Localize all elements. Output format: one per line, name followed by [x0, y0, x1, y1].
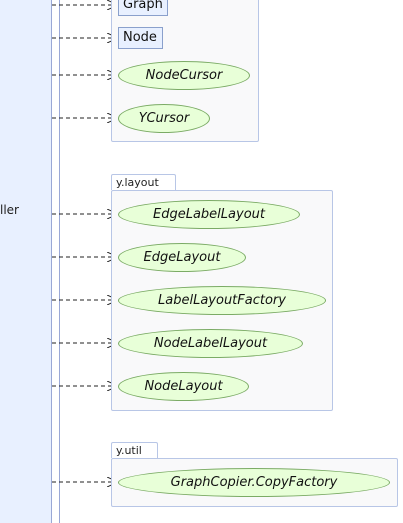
interface-nodelabellayout[interactable]: NodeLabelLayout — [118, 329, 303, 358]
controller-class-divider — [59, 0, 60, 523]
interface-nodecursor[interactable]: NodeCursor — [118, 61, 250, 90]
package-tab-y-layout[interactable]: y.layout — [111, 174, 176, 190]
interface-labellayoutfactory[interactable]: LabelLayoutFactory — [118, 286, 326, 315]
interface-edgelabellayout[interactable]: EdgeLabelLayout — [118, 200, 300, 229]
interface-graphcopier-copyfactory[interactable]: GraphCopier.CopyFactory — [118, 468, 390, 497]
interface-nodelayout[interactable]: NodeLayout — [118, 372, 249, 401]
interface-ycursor[interactable]: YCursor — [118, 104, 210, 133]
package-tab-y-util[interactable]: y.util — [111, 442, 158, 458]
interface-edgelayout[interactable]: EdgeLayout — [118, 243, 246, 272]
controller-class-label: ller — [0, 203, 19, 217]
class-node[interactable]: Node — [118, 27, 163, 49]
class-graph[interactable]: Graph — [118, 0, 168, 16]
controller-class-node[interactable] — [0, 0, 52, 523]
